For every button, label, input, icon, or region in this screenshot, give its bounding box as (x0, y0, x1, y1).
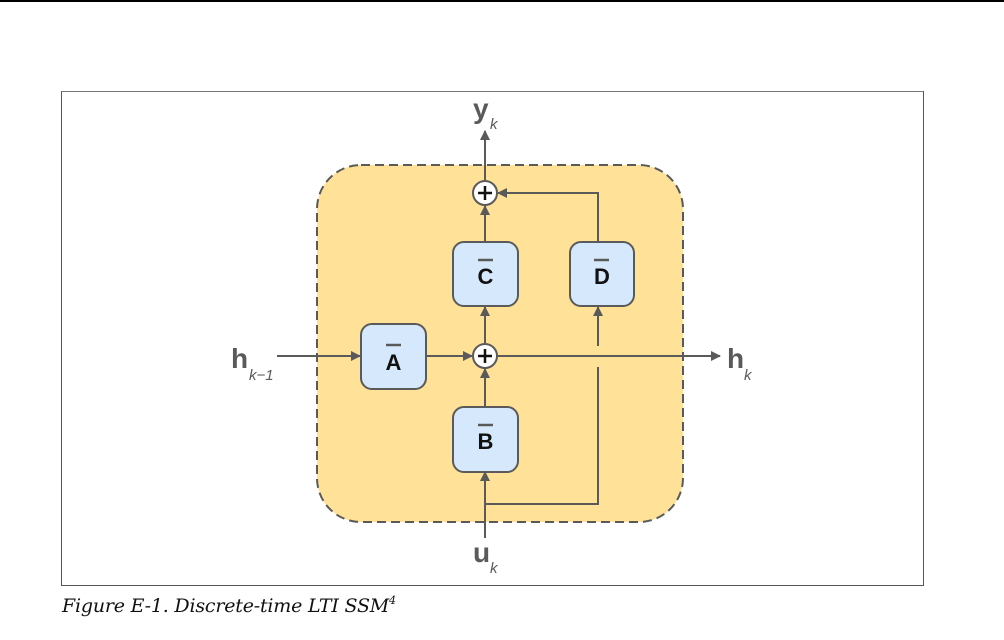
figure-caption: Figure E-1. Discrete-time LTI SSM4 (62, 594, 396, 617)
label-y: y k (473, 93, 499, 133)
block-b: B (452, 406, 519, 473)
figure-caption-text: Figure E-1. Discrete-time LTI SSM (62, 595, 390, 617)
label-h-prev-sub: k−1 (249, 367, 274, 384)
label-u-sub: k (490, 560, 499, 577)
label-h-next: h k (727, 343, 753, 384)
label-h-prev: h k−1 (231, 343, 274, 384)
page-top-rule (0, 0, 1004, 2)
block-a: A (360, 323, 427, 390)
label-h-next-main: h (727, 343, 744, 374)
connections (277, 130, 721, 538)
label-h-prev-main: h (231, 343, 248, 374)
edge-d-to-topsum (497, 188, 599, 242)
sum-node-state (472, 343, 498, 369)
label-h-next-sub: k (744, 367, 753, 384)
edge-u-to-d-lower (485, 367, 599, 505)
label-u: u k (473, 537, 499, 577)
block-c: C (452, 241, 519, 307)
block-d: D (569, 241, 635, 307)
block-a-label: A (386, 350, 402, 375)
sum-node-output (472, 180, 498, 206)
label-y-main: y (473, 93, 489, 124)
figure-frame (61, 91, 924, 586)
footnote-marker[interactable]: 4 (389, 594, 396, 607)
block-b-label: B (478, 429, 494, 454)
label-u-main: u (473, 537, 490, 568)
block-c-label: C (478, 264, 494, 289)
label-y-sub: k (490, 116, 499, 133)
block-d-label: D (594, 264, 610, 289)
